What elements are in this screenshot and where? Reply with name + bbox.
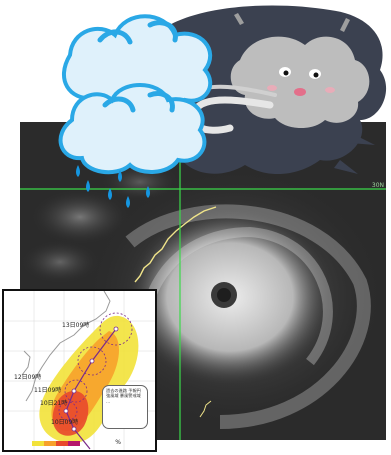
satellite-image: 30N xyxy=(20,122,386,440)
coastline xyxy=(134,206,217,283)
probability-legend xyxy=(32,441,80,446)
forecast-cone-inner xyxy=(52,391,89,436)
rain-cloud-upper xyxy=(62,14,213,115)
forecast-time-label: 12日09時 xyxy=(14,374,42,381)
grid-label: 30N xyxy=(371,182,384,189)
typhoon-satellite-graphic xyxy=(20,122,386,440)
forecast-time-label: 10日21時 xyxy=(40,400,68,407)
typhoon-track xyxy=(65,328,117,450)
forecast-time-label: 13日09時 xyxy=(62,322,90,329)
japan-coastline xyxy=(25,291,111,402)
forecast-time-label: 11日09時 xyxy=(34,387,62,394)
forecast-map: 13日09時 12日09時 11日09時 10日21時 10日09時 過去の進路… xyxy=(2,289,157,452)
rain-cloud-lower xyxy=(58,83,207,175)
legend-unit: % xyxy=(115,439,121,446)
forecast-time-label: 10日09時 xyxy=(51,419,79,426)
forecast-note: 過去の進路 予報円 強風域 暴風警戒域 … xyxy=(102,385,148,429)
rain-drops xyxy=(76,165,150,208)
